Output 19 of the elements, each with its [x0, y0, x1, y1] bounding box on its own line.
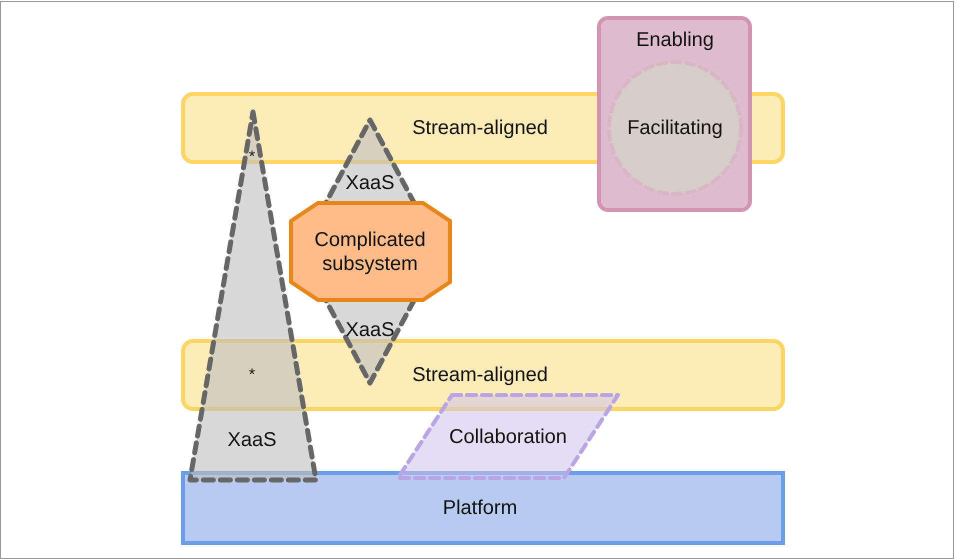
node-label: XaaS [346, 318, 394, 342]
node-label: Complicated subsystem [313, 228, 427, 276]
node-label: Enabling [636, 28, 714, 52]
node-label: Platform [442, 496, 518, 520]
platform-band [183, 473, 783, 543]
node-label: XaaS [228, 428, 276, 452]
node-label: Facilitating [627, 116, 723, 140]
node-label: XaaS [346, 171, 394, 195]
asterisk-mark: * [248, 365, 256, 385]
node-label: Stream-aligned [412, 116, 548, 140]
node-label: Collaboration [449, 425, 567, 449]
asterisk-mark: * [248, 147, 256, 167]
node-label: Stream-aligned [412, 363, 548, 387]
team-box [599, 18, 750, 210]
interaction-parallelogram [398, 395, 618, 478]
team-band [183, 341, 783, 409]
interaction-circle [609, 62, 741, 194]
team-octagon [291, 203, 450, 300]
interaction-triangle [190, 112, 316, 480]
